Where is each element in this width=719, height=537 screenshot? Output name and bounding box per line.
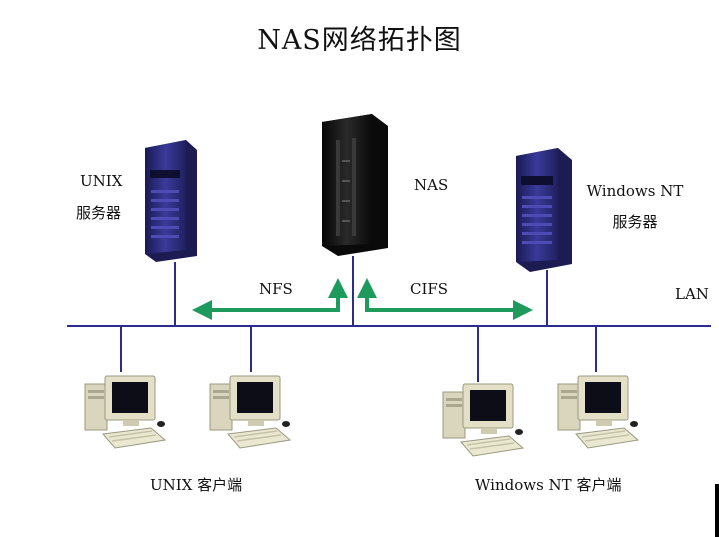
windows-server-icon: [516, 148, 572, 272]
lan-label: LAN: [675, 285, 709, 303]
windows-client-pc-2: [557, 375, 639, 449]
diagram-title: NAS网络拓扑图: [257, 25, 462, 56]
unix-clients-label: UNIX 客户端: [150, 476, 243, 494]
cifs-arrow: [357, 278, 533, 320]
unix-client-pc-1: [84, 375, 166, 449]
windows-client-pc-1: [442, 383, 524, 457]
unix-client-pc-2: [209, 375, 291, 449]
cifs-label: CIFS: [410, 280, 449, 298]
unix-server-label-line1: UNIX: [80, 172, 123, 190]
nfs-label: NFS: [259, 280, 293, 298]
windows-server-label-line2: 服务器: [612, 213, 658, 231]
unix-server-icon: [145, 140, 197, 262]
windows-server-label-line1: Windows NT: [586, 182, 684, 200]
nas-icon: [322, 114, 388, 256]
windows-clients-label: Windows NT 客户端: [475, 476, 622, 494]
nas-label: NAS: [414, 176, 449, 194]
nfs-arrow: [192, 278, 348, 320]
unix-server-label-line2: 服务器: [76, 204, 122, 222]
edge-mark: [715, 484, 719, 537]
